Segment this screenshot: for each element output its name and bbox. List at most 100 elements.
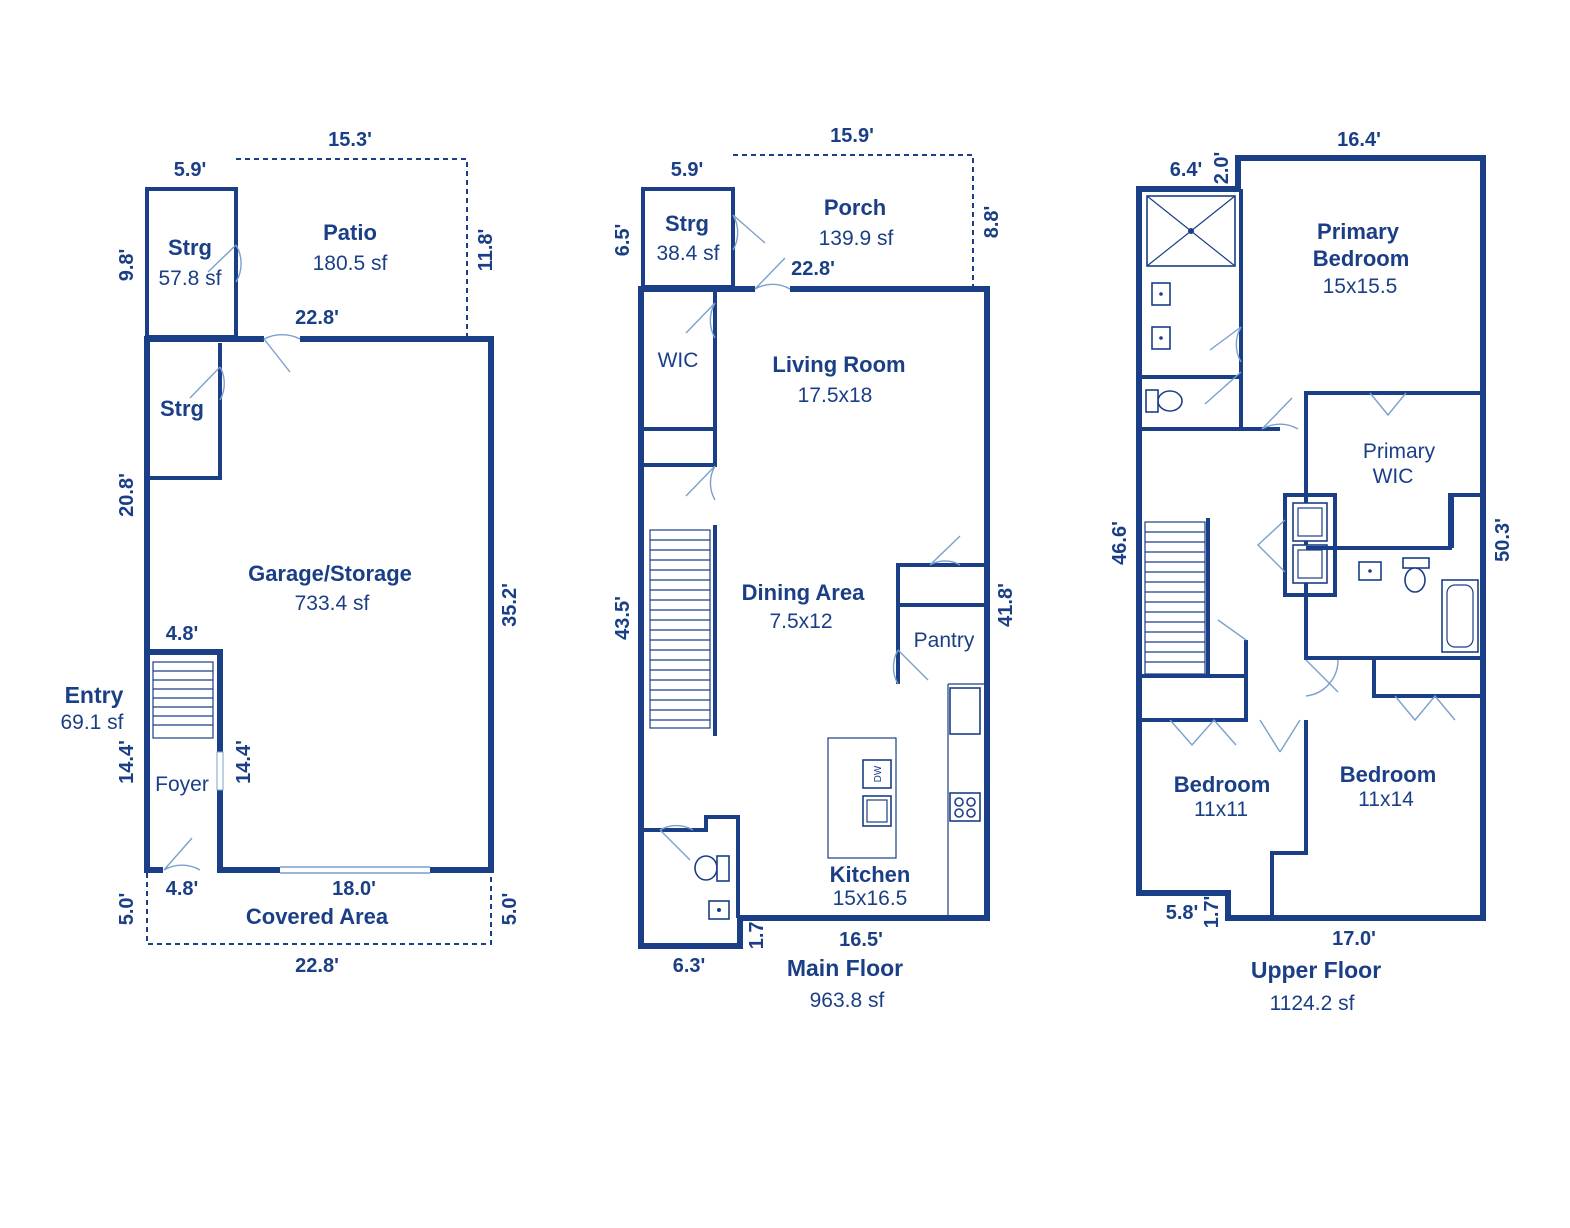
floor-area-main: 963.8 sf [810,989,885,1012]
garage-level-plan: Strg 57.8 sf Patio 180.5 sf Strg Garage/… [60,129,521,977]
door-swing-icon [1217,619,1247,641]
dimension-label: 15.9' [830,125,874,147]
door-swing-icon [1209,326,1242,363]
room-size-bedroom-2: 11x14 [1358,788,1414,811]
dimension-label: 17.0' [1332,928,1376,950]
room-label-primary-wic-2: WIC [1373,465,1414,488]
dimension-label: 22.8' [295,307,339,329]
dimension-label: 11.8' [475,229,497,272]
door-swing-icon [1204,371,1242,405]
toilet-icon [1145,389,1183,413]
room-label-garage: Garage/Storage [248,561,412,586]
shower-icon [1146,195,1236,267]
sink-icon [949,687,981,735]
door-swing-icon [685,465,716,501]
door-swing-icon [1261,397,1299,430]
sink-icon [1358,561,1382,581]
room-label-bedroom-2: Bedroom [1340,762,1437,787]
door-swing-icon [685,302,716,339]
room-label-dining-area: Dining Area [742,580,865,605]
door-swing-icon [732,214,766,251]
main-floor-plan: DW Strg 38.4 sf Porch 139.9 sf [612,125,1017,1012]
dishwasher-label: DW [873,765,884,782]
toilet-icon [1402,557,1430,593]
room-size-living-room: 17.5x18 [798,384,873,407]
room-size-kitchen: 15x16.5 [833,887,908,910]
dimension-label: 5.0' [116,893,138,926]
door-swing-icon [929,535,961,566]
dimension-label: 6.5' [612,224,634,257]
room-label-primary-bedroom: Primary [1317,219,1400,244]
dimension-label: 43.5' [612,596,634,640]
room-area-strg: 38.4 sf [656,242,719,265]
room-area-strg: 57.8 sf [158,267,221,290]
floor-area-upper: 1124.2 sf [1270,992,1355,1015]
room-label-strg: Strg [665,211,709,236]
door-swing-icon [892,649,929,685]
dimension-label: 6.4' [1170,159,1203,181]
dimension-label: 4.8' [166,623,199,645]
room-label-porch: Porch [824,195,886,220]
stairs-icon [649,529,711,729]
dimension-label: 6.3' [673,955,706,977]
door-swing-icon [1394,694,1456,722]
room-label-patio: Patio [323,220,377,245]
door-swing-icon [1169,718,1237,747]
upper-floor-plan: Primary Bedroom 15x15.5 Primary WIC Bedr… [1109,129,1514,1015]
dimension-label: 1.7' [1201,896,1223,929]
sink-icon [708,900,730,920]
dimension-label: 16.4' [1337,129,1381,151]
dimension-label: 50.3' [1492,518,1514,562]
room-area-patio: 180.5 sf [313,252,388,275]
dimension-label: 2.0' [1211,152,1233,185]
room-label-covered-area: Covered Area [246,904,389,929]
kitchen-island: DW [827,737,897,859]
room-label-pantry: Pantry [914,629,975,652]
floor-title-main: Main Floor [787,955,903,981]
room-label-wic: WIC [658,349,699,372]
dimension-label: 9.8' [116,249,138,282]
door-swing-icon [659,824,694,861]
dimension-label: 46.6' [1109,521,1131,565]
dryer-icon [1292,544,1328,584]
dimension-label: 5.9' [671,159,704,181]
dimension-label: 20.8' [116,473,138,517]
door-swing-icon [754,257,791,293]
floor-title-upper: Upper Floor [1251,957,1381,983]
door-swing-icon [263,334,301,373]
room-label-primary-bedroom-2: Bedroom [1313,246,1410,271]
door-swing-icon [1369,392,1407,417]
sink-icon [1151,326,1171,350]
door-swing-icon [163,837,201,874]
door-swing-icon [1305,659,1339,697]
dimension-label: 4.8' [166,878,199,900]
dimension-label: 1.7' [746,917,768,950]
door-swing-icon [207,244,242,283]
room-area-porch: 139.9 sf [819,227,894,250]
dimension-label: 22.8' [791,258,835,280]
room-size-primary-bedroom: 15x15.5 [1323,275,1398,298]
dimension-label: 15.3' [328,129,372,151]
washer-icon [1292,502,1328,542]
door-swing-icon [1256,519,1286,573]
cooktop-icon [949,792,981,822]
dimension-label: 5.8' [1166,902,1199,924]
door-swing-icon [1259,719,1301,753]
stairs-icon [152,661,214,739]
dimension-label: 18.0' [332,878,376,900]
room-area-entry: 69.1 sf [60,711,123,734]
room-label-strg-inner: Strg [160,396,204,421]
dimension-label: 35.2' [499,583,521,627]
stairs-icon [1144,521,1206,675]
dimension-label: 22.8' [295,955,339,977]
room-size-bedroom-1: 11x11 [1194,798,1248,821]
door-swing-icon [189,366,225,401]
room-size-dining-area: 7.5x12 [769,610,832,633]
dimension-label: 8.8' [981,206,1003,239]
toilet-icon [694,855,730,882]
room-label-strg: Strg [168,235,212,260]
room-label-entry: Entry [65,682,124,708]
dimension-label: 14.4' [233,740,255,784]
sink-icon [1151,282,1171,306]
